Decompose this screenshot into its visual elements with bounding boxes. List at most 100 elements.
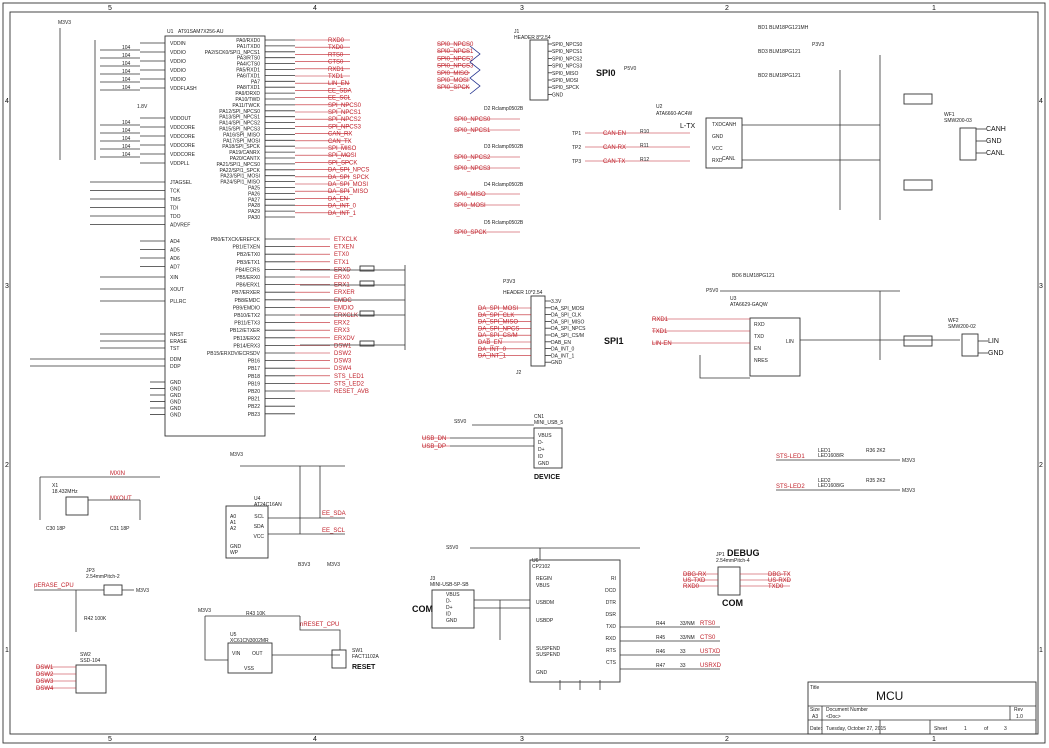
spi0-net-label: SPI0_NPCS1 (437, 49, 474, 55)
reset-label: RESET (352, 664, 376, 671)
spi0-pins: SPI0_NPCS0SPI0_NPCS1SPI0_NPCS2SPI0_NPCS3… (548, 42, 583, 98)
mcu-net-label: ERX1 (334, 283, 350, 289)
mcu-pin-label: PB7/ERXER (232, 290, 260, 296)
eeprom-pin-label: VCC (253, 534, 264, 540)
spi1-net-label: DA_SPI_CS/M (478, 333, 518, 339)
lin-ic (749, 317, 801, 377)
mcu-net-label: ETX1 (334, 260, 350, 266)
spi0-net-label: SPI0_NPCS1 (454, 128, 491, 134)
spi1-pin-label: DA_SPI_CS/M (551, 333, 584, 339)
mcu-net-label: EE_SCL (328, 96, 352, 102)
usb-uart-pin-label: SUSPEND (536, 652, 561, 658)
mcu-pin-label: PB8/EMDC (234, 298, 260, 304)
device-connector (533, 427, 563, 469)
mcu-pin-label: NRST (170, 332, 184, 338)
can-bead-label: BD2 BLM18PG121 (758, 73, 801, 79)
lin-transceiver-block: U3 ATA6629-GAQW BD6 BLM18PG121 P5V0 RXDT… (652, 273, 1004, 379)
eeprom-wires (240, 465, 345, 535)
cap-value: 104 (122, 120, 131, 126)
spi0-header-body (529, 39, 549, 101)
lin-ref: U3 (730, 296, 737, 302)
debug-ref: JP1 (716, 552, 725, 558)
reset-pin-label: OUT (252, 651, 263, 657)
eeprom-pin-label: SCL (254, 514, 264, 520)
lin-connector (961, 333, 979, 357)
usb-uart-ic (529, 559, 621, 683)
mcu-pin-label: PB13/ERX2 (233, 336, 260, 342)
lin-wf-part: SMW200-02 (948, 324, 976, 330)
spi0-title: SPI0 (596, 68, 616, 78)
eeprom-pin-label: GND (230, 544, 242, 550)
mcu-pin-label: PA12/SPI_NPCS0 (219, 109, 260, 115)
reset-ic (227, 642, 273, 674)
dip-net-label: DSW1 (36, 665, 54, 671)
mcu-left-pins: JTAGSELTCKTMSTDITDOADVREFAD4AD5AD6AD7XIN… (30, 180, 192, 419)
mcu-pin-label: GND (170, 413, 182, 419)
spi0-pin-label: SPI0_NPCS1 (552, 49, 583, 55)
dip-ref: SW2 (80, 652, 91, 658)
debug-block: JP1 2.54mmPitch-4 DEBUG COM DBG-RXUS-TXD… (683, 548, 792, 608)
mcu-pin-label: PA0/RXD0 (236, 38, 260, 44)
mcu-pin-label: PA27 (248, 197, 260, 203)
lin-part: ATA6629-GAQW (730, 302, 768, 308)
debug-label: COM (722, 598, 743, 608)
mcu-net-label: ERXCLK (334, 313, 358, 319)
can-pin-label: TXD (712, 122, 722, 128)
mcu-pin-label: DDM (170, 357, 181, 363)
can-output-label: CANH (986, 126, 1006, 133)
crystal-cap: C31 18P (110, 526, 130, 532)
erase-ref: JP3 (86, 568, 95, 574)
dip-net-label: DSW4 (36, 686, 54, 692)
mcu-net-label: ERXDV (334, 336, 355, 342)
spi0-pin-label: GND (552, 92, 564, 98)
mcu-pin-label: ADVREF (170, 223, 190, 229)
debug-net-label: US-TXD (683, 578, 706, 584)
spi1-pin-label: 3.3V (551, 299, 562, 305)
eeprom-net: EE_SCL (322, 528, 346, 534)
spi1-pin-label: DA_INT_0 (551, 347, 575, 353)
mcu-pin-label: PB3/ETX1 (237, 260, 261, 266)
mcu-net-label: DSW1 (334, 343, 352, 349)
mcu-pin-label: PB4/ECRS (235, 267, 260, 273)
device-part: MINI_USB_5 (534, 420, 563, 426)
row-label-left: 3 (5, 283, 9, 290)
spi1-net-label: DA_INT_0 (478, 347, 507, 353)
reset-ref: U5 (230, 632, 237, 638)
mcu-pin-label: PB16 (248, 359, 260, 365)
mcu-pin-label: GND (170, 380, 182, 386)
mcu-pin-label: PLLRC (170, 299, 187, 305)
reset-part: XC61CN3002MR (230, 638, 269, 644)
com-usb-label: COM (412, 604, 433, 614)
spi1-header-body (530, 295, 546, 367)
col-label-top: 5 (108, 5, 112, 12)
mcu-pin-label: PA16/SPI_MISO (223, 132, 260, 138)
mcu-net-label: SPI_NPCS3 (328, 124, 362, 130)
mcu-pin-label: PA26 (248, 191, 260, 197)
debug-part: 2.54mmPitch-4 (716, 558, 750, 564)
usb-uart-resistor: R47 (656, 663, 665, 669)
row-label-right: 4 (1039, 98, 1043, 105)
device-rail: S5V0 (454, 419, 466, 425)
device-wires (450, 424, 534, 447)
mcu-pin-label: VDDFLASH (170, 86, 197, 92)
title-label: Title (810, 685, 819, 691)
size-value: A3 (812, 714, 818, 720)
mcu-pin-label: TMS (170, 197, 181, 203)
can-connector (959, 127, 977, 161)
debug-net-label: TXD0 (768, 584, 784, 590)
lin-output-label: LIN (988, 338, 999, 345)
spi1-pin-label: DA_INT_1 (551, 353, 575, 359)
crystal-wires (39, 476, 160, 520)
mcu-pin-label: PA1/TXD0 (237, 44, 260, 50)
spi0-part: HEADER 8*2.54 (514, 35, 551, 41)
usb-uart-pins: REGINVBUSUSBDMUSBDPSUSPENDSUSPENDGNDRIDC… (536, 576, 617, 676)
mcu-net-label: RESET_AVB (334, 389, 369, 395)
led-rail: M3V3 (902, 458, 915, 464)
usb-uart-part: CP2102 (532, 564, 550, 570)
